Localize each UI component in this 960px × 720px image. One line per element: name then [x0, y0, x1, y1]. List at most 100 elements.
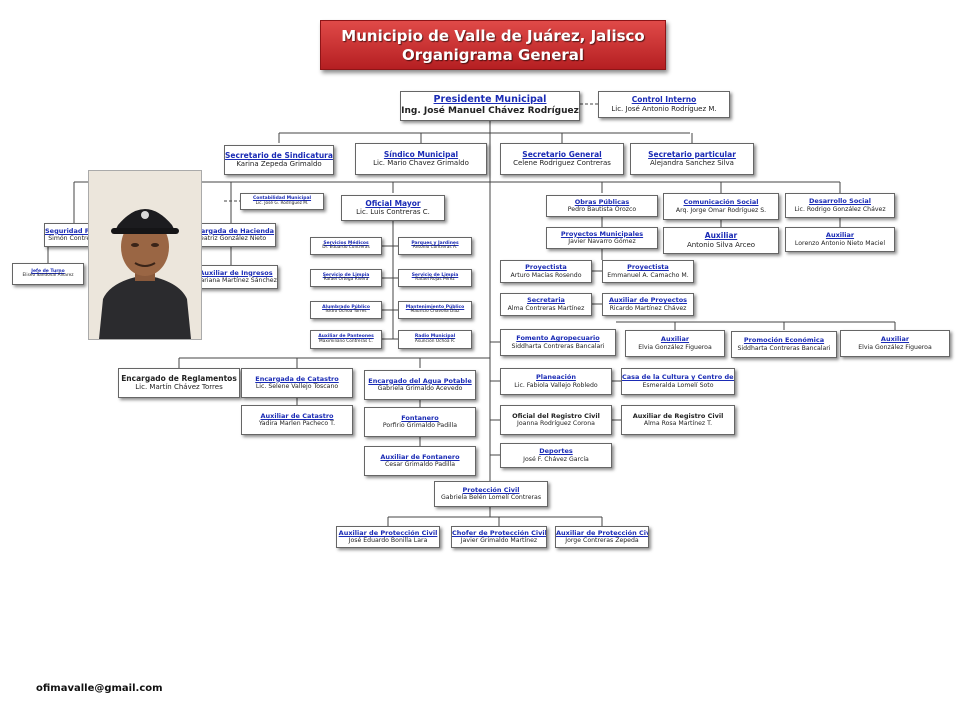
node-title[interactable]: Jefe de Turno [31, 268, 65, 274]
node-title[interactable]: Parques y Jardines [411, 240, 459, 246]
node-title[interactable]: Auxiliar de Protección Civil [338, 528, 438, 537]
node-title[interactable]: Seguridad Pública [45, 226, 103, 235]
node-title[interactable]: Proyectista [627, 263, 669, 272]
node-title[interactable]: Secretario de Sindicatura [225, 150, 333, 160]
node-title[interactable]: Secretario General [522, 149, 602, 159]
node-title[interactable]: Contabilidad Municipal [252, 196, 312, 202]
node-title[interactable]: Promoción Económica [743, 336, 825, 345]
node-title[interactable]: Auxiliar [880, 335, 910, 344]
node-title[interactable]: Proyectista [525, 263, 567, 272]
node-title[interactable]: Auxiliar de Panteones [318, 334, 374, 340]
node-title[interactable]: Servicios Médicos [323, 240, 369, 246]
node-title[interactable]: Deportes [539, 447, 573, 456]
node-name: Porfirio Grimaldo Padilla [382, 422, 458, 430]
node-title[interactable]: Encargado de Reglamentos [121, 373, 237, 383]
node-title[interactable]: Obras Públicas [574, 197, 630, 206]
node-title[interactable]: Encargado del Agua Potable [368, 376, 472, 385]
node-title[interactable]: Comunicación Social [683, 198, 759, 207]
node-title[interactable]: Oficial del Registro Civil [512, 411, 600, 420]
node-title[interactable]: Mantenimiento Público [405, 304, 465, 310]
node-title[interactable]: Encargada de Catastro [255, 374, 339, 383]
node-title[interactable]: Auxiliar de Fontanero [380, 452, 460, 461]
node-title[interactable]: Alumbrado Público [322, 304, 370, 310]
node-title[interactable]: Auxiliar de Protección Civil [556, 528, 649, 537]
node-title[interactable]: Desarrollo Social [809, 197, 871, 206]
node-title[interactable]: Presidente Municipal [433, 94, 547, 106]
node-title[interactable]: Proyectos Municipales [560, 229, 644, 238]
node-title[interactable]: Encargada de Hacienda [187, 226, 275, 235]
node-title[interactable]: Protección Civil [462, 485, 520, 494]
node-title[interactable]: Chofer de Protección Civil [452, 528, 547, 537]
node-title[interactable]: Auxiliar [825, 231, 855, 240]
node-title[interactable]: Control Interno [631, 95, 697, 105]
node-title[interactable]: Síndico Municipal [383, 149, 459, 159]
node-cultura[interactable]: Casa de la Cultura y Centro de DíaEsmera… [621, 368, 735, 395]
node-title[interactable]: Secretario particular [648, 149, 736, 159]
node-name: Maximiliano Contreras C. [319, 338, 373, 344]
node-title[interactable]: Secretaria [527, 296, 565, 305]
footer-email[interactable]: ofimavalle@gmail.com [36, 683, 163, 694]
node-title[interactable]: Servicio de Limpia [411, 272, 459, 278]
node-name: Emmanuel A. Camacho M. [607, 271, 689, 279]
node-title[interactable]: Casa de la Cultura y Centro de Día [622, 373, 734, 382]
node-title[interactable]: Auxiliar de Registro Civil [632, 411, 724, 420]
node-title[interactable]: Auxiliar [704, 231, 738, 241]
node-title[interactable]: Servicio de Limpia [322, 272, 370, 278]
node-title[interactable]: Auxiliar de Catastro [260, 411, 334, 420]
node-title[interactable]: Auxiliar de Ingresos [199, 268, 273, 277]
node-title[interactable]: Fontanero [401, 413, 439, 422]
node-title[interactable]: Oficial Mayor [365, 198, 421, 208]
node-title[interactable]: Auxiliar [660, 335, 690, 344]
node-title[interactable]: Auxiliar de Proyectos [608, 296, 688, 305]
node-title[interactable]: Fomento Agropecuario [516, 334, 600, 343]
node-title[interactable]: Radio Municipal [414, 334, 456, 340]
node-title[interactable]: Planeación [536, 373, 576, 382]
